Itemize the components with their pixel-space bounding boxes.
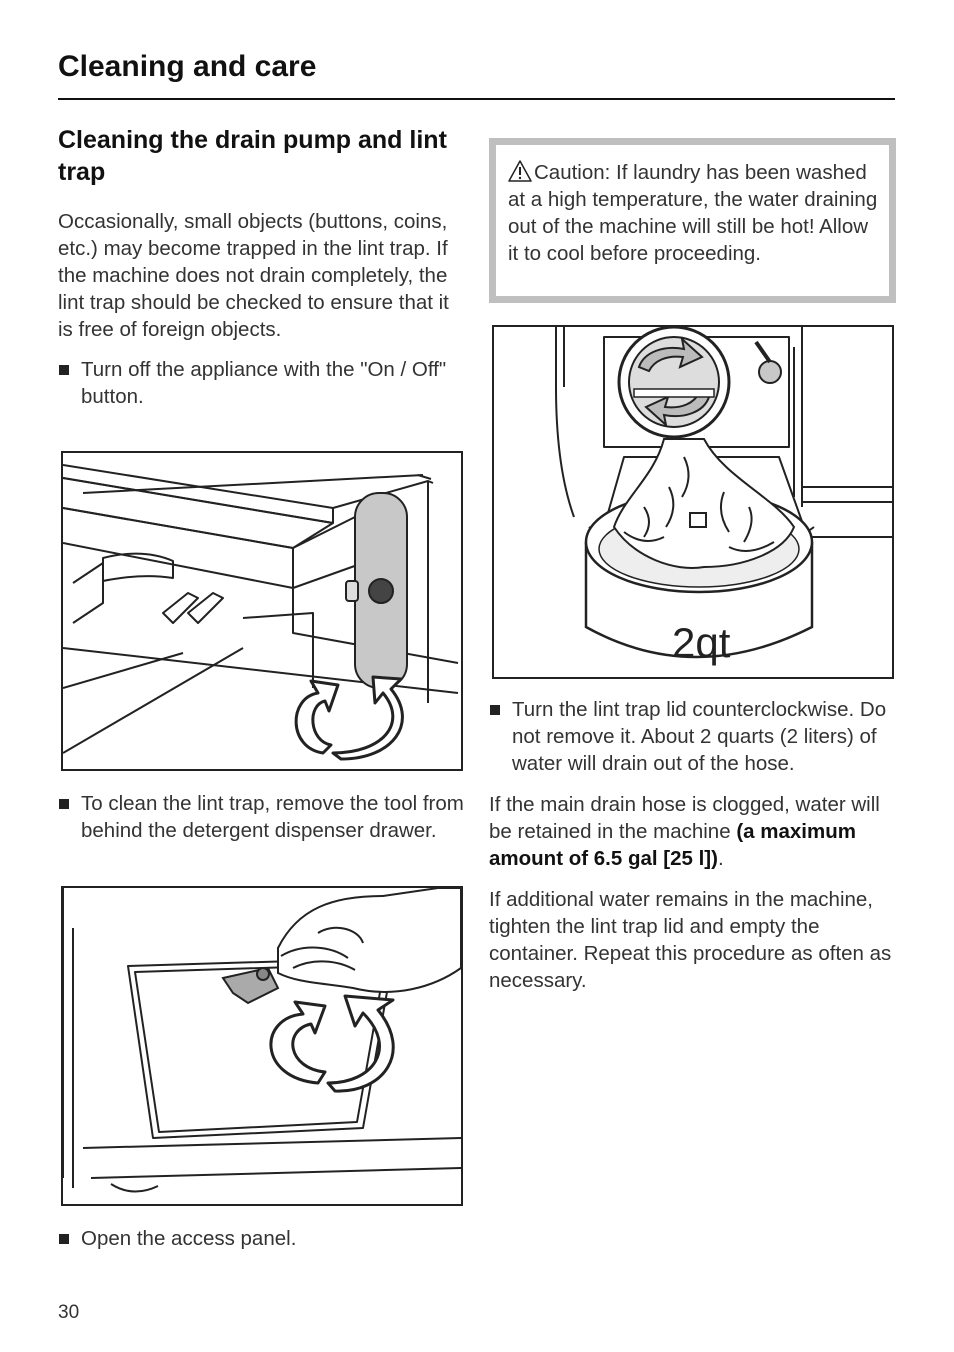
container-label: 2qt [672, 619, 731, 666]
caution-text: Caution: If laundry has been washed at a… [508, 161, 878, 265]
bullet-square-icon [59, 365, 69, 375]
step-remove-tool-text: To clean the lint trap, remove the tool … [81, 792, 464, 842]
step-turn-off-text: Turn off the appliance with the "On / Of… [81, 358, 447, 408]
left-column: Cleaning the drain pump and lint trap Oc… [58, 124, 462, 410]
clogged-hose-text: If the main drain hose is clogged, water… [489, 793, 880, 843]
title-divider [58, 98, 895, 100]
page-title: Cleaning and care [58, 50, 317, 83]
page-number: 30 [58, 1302, 80, 1323]
figure-remove-tool [61, 451, 463, 771]
right-column-text: Turn the lint trap lid counterclockwise.… [489, 696, 895, 994]
clogged-hose-note: If the main drain hose is clogged, water… [489, 791, 895, 872]
max-amount-bold: (a maximum amount of 6.5 gal [25 l]) [489, 820, 856, 870]
step-turn-lid-text: Turn the lint trap lid counterclockwise.… [512, 698, 887, 775]
step-open-panel: Open the access panel. [58, 1225, 485, 1252]
section-heading: Cleaning the drain pump and lint trap [58, 126, 447, 186]
step-turn-off: Turn off the appliance with the "On / Of… [58, 356, 462, 410]
figure-drain-water: 2qt [492, 325, 894, 679]
figure-open-access-panel [61, 886, 463, 1206]
bullet-square-icon [490, 705, 500, 715]
dispenser-drawer-illustration [63, 464, 459, 761]
caution-box: Caution: If laundry has been washed at a… [489, 138, 896, 303]
step-open-panel-text: Open the access panel. [81, 1227, 297, 1250]
step-turn-lid: Turn the lint trap lid counterclockwise.… [489, 696, 895, 777]
bullet-square-icon [59, 799, 69, 809]
drain-container-illustration: 2qt [555, 327, 892, 666]
access-panel-illustration [63, 888, 461, 1193]
bullet-square-icon [59, 1234, 69, 1244]
clogged-hose-end: . [717, 847, 724, 870]
warning-triangle-icon [508, 160, 532, 182]
step-remove-tool: To clean the lint trap, remove the tool … [58, 790, 485, 844]
additional-water-note: If additional water remains in the machi… [489, 888, 892, 992]
caution-inner: Caution: If laundry has been washed at a… [496, 145, 889, 296]
intro-paragraph: Occasionally, small objects (buttons, co… [58, 210, 449, 341]
